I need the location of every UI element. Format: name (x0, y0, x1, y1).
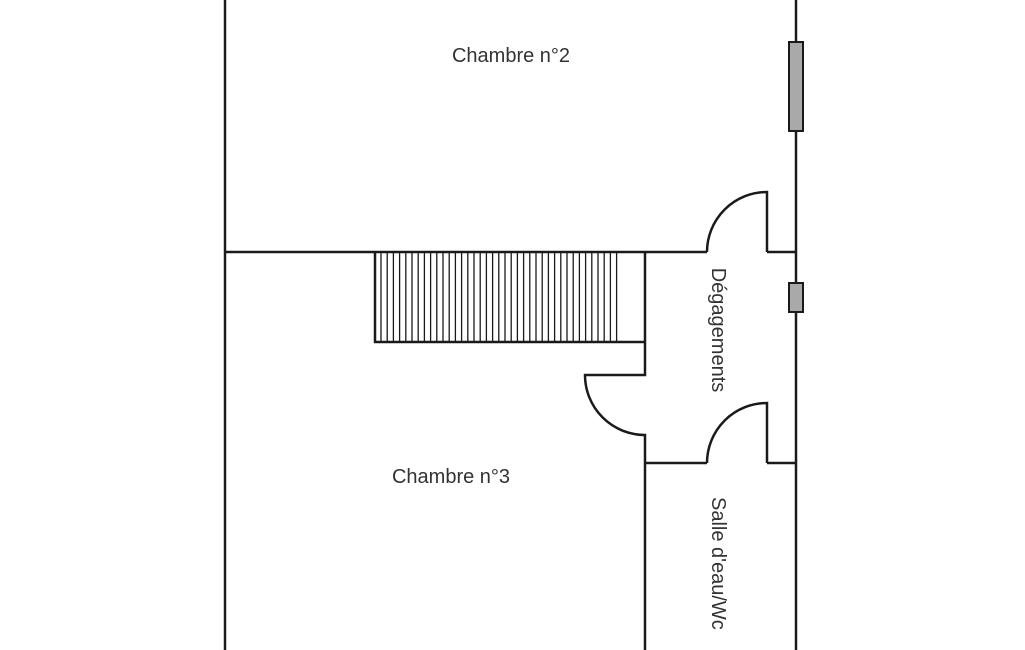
room-label-bedroom2: Chambre n°2 (452, 45, 570, 67)
window-bedroom2 (788, 41, 804, 132)
window-hallway (788, 282, 804, 313)
door-bedroom2 (705, 190, 769, 253)
room-label-bathroom: Salle d'eau/Wc (707, 497, 729, 630)
room-label-bedroom3: Chambre n°3 (392, 466, 510, 488)
room-label-hallway: Dégagements (707, 268, 729, 393)
door-bathroom (705, 401, 769, 464)
wall-hallway-left (583, 252, 647, 650)
staircase (380, 252, 618, 342)
